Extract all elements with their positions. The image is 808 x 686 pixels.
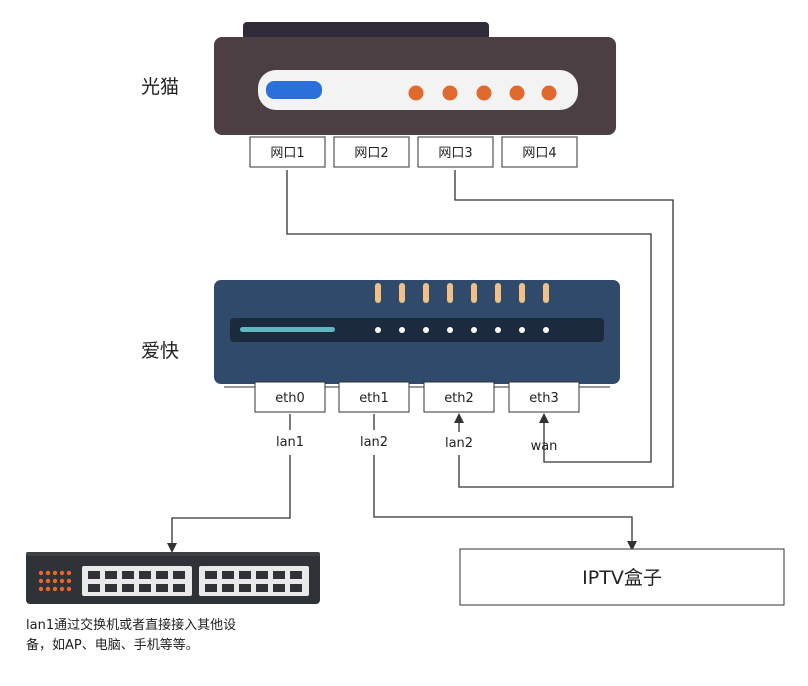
router-led-7 <box>519 327 525 333</box>
modem-status-led-2 <box>442 85 458 101</box>
link-eth0-to-switch <box>167 455 291 553</box>
router-port-eth2[interactable]: eth2 <box>423 381 495 413</box>
modem-power-led <box>266 81 322 99</box>
router-led-2 <box>399 327 405 333</box>
modem-port-2-label: 网口2 <box>354 146 388 161</box>
note-line-1: lan1通过交换机或者直接接入其他设 <box>26 618 237 633</box>
eth1-lan2-label: lan2 <box>360 435 388 450</box>
modem-status-led-3 <box>476 85 492 101</box>
router-port-eth1-label: eth1 <box>359 391 389 406</box>
modem-status-led-4 <box>509 85 525 101</box>
switch-device <box>26 552 320 604</box>
modem-port-3[interactable]: 网口3 <box>417 136 494 168</box>
iptv-box-label: IPTV盒子 <box>582 567 662 589</box>
router-led-6 <box>495 327 501 333</box>
note-line-2: 备，如AP、电脑、手机等等。 <box>26 638 199 653</box>
modem-port-1-label: 网口1 <box>270 146 304 161</box>
iptv-box[interactable]: IPTV盒子 <box>459 548 785 606</box>
router-port-eth1[interactable]: eth1 <box>338 381 410 413</box>
router-led-1 <box>375 327 381 333</box>
router-label: 爱快 <box>141 340 179 362</box>
router-status-bar <box>240 327 335 332</box>
switch-top-edge <box>26 552 320 556</box>
switch-description-note: lan1通过交换机或者直接接入其他设 备，如AP、电脑、手机等等。 <box>26 616 326 656</box>
modem-device <box>214 22 616 135</box>
modem-port-3-label: 网口3 <box>438 146 472 161</box>
link-modem3-to-eth2 <box>454 170 674 488</box>
router-port-eth0-label: eth0 <box>275 391 305 406</box>
router-led-4 <box>447 327 453 333</box>
router-front-panel <box>230 318 604 342</box>
link-eth1-to-iptv <box>373 455 637 551</box>
lan1-label: lan1 <box>276 435 304 450</box>
router-port-eth3[interactable]: eth3 <box>508 381 580 413</box>
router-led-5 <box>471 327 477 333</box>
router-port-eth2-label: eth2 <box>444 391 474 406</box>
switch-ports <box>88 571 302 592</box>
modem-top-strip <box>243 22 489 40</box>
modem-port-2[interactable]: 网口2 <box>333 136 410 168</box>
router-port-eth0[interactable]: eth0 <box>254 381 326 413</box>
eth2-lan2-label: lan2 <box>445 436 473 451</box>
router-led-8 <box>543 327 549 333</box>
router-device <box>214 280 620 388</box>
modem-status-led-5 <box>541 85 557 101</box>
modem-port-4[interactable]: 网口4 <box>501 136 578 168</box>
modem-port-4-label: 网口4 <box>522 146 556 161</box>
link-modem1-to-wan <box>286 170 652 463</box>
switch-led-grid <box>38 570 72 592</box>
modem-port-1[interactable]: 网口1 <box>249 136 326 168</box>
router-led-3 <box>423 327 429 333</box>
router-port-eth3-label: eth3 <box>529 391 559 406</box>
modem-label: 光猫 <box>141 76 179 98</box>
wan-label: wan <box>531 439 558 454</box>
modem-status-led-1 <box>408 85 424 101</box>
